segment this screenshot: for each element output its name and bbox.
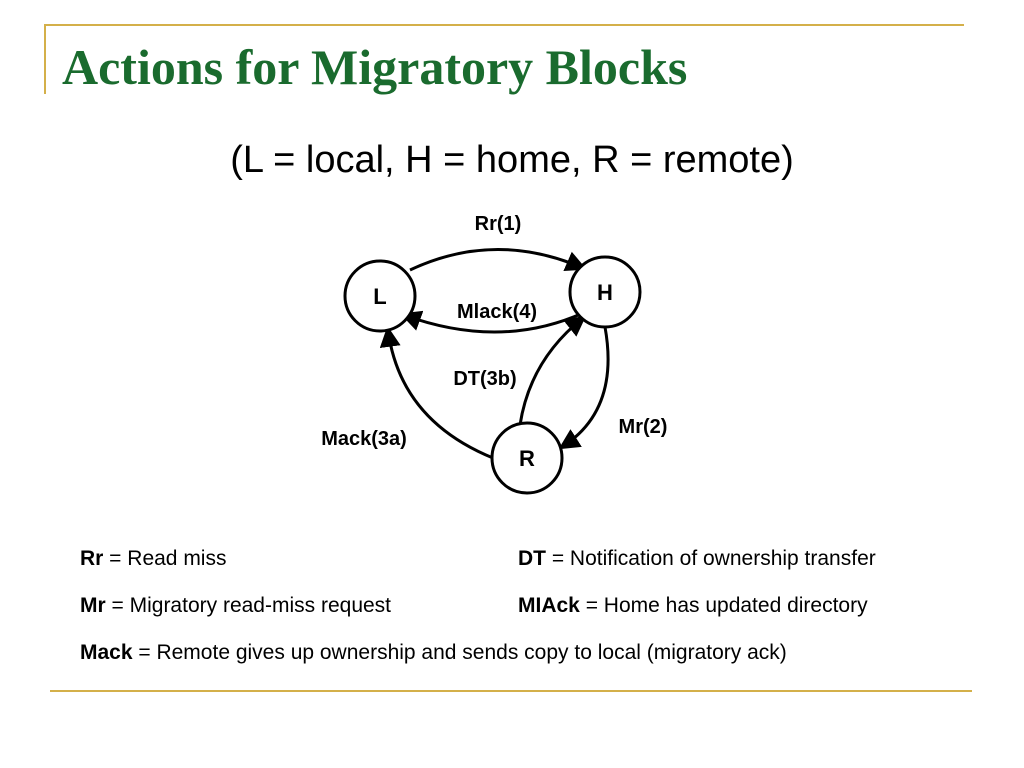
node-local: L bbox=[343, 259, 417, 333]
edge-mr bbox=[558, 326, 610, 450]
frame-bottom-rule bbox=[50, 690, 972, 692]
node-home: H bbox=[568, 255, 642, 329]
legend-term: Rr bbox=[80, 547, 104, 570]
edge-label-mack: Mack(3a) bbox=[321, 428, 407, 450]
legend-definition: = Migratory read-miss request bbox=[105, 594, 392, 617]
frame-top-rule bbox=[44, 24, 964, 26]
node-local-label: L bbox=[373, 284, 386, 309]
legend-term: MIAck bbox=[518, 594, 580, 617]
edge-label-rr: Rr(1) bbox=[475, 213, 522, 235]
legend-definition: = Read miss bbox=[103, 547, 227, 570]
legend-mr: Mr = Migratory read-miss request bbox=[80, 593, 391, 618]
slide-subtitle: (L = local, H = home, R = remote) bbox=[230, 139, 794, 181]
edge-mack bbox=[379, 325, 494, 460]
frame-left-rule bbox=[44, 24, 46, 94]
node-remote: R bbox=[490, 421, 564, 495]
edge-rr bbox=[409, 248, 587, 272]
edge-label-dt: DT(3b) bbox=[453, 368, 516, 390]
edge-label-mlack: Mlack(4) bbox=[457, 301, 537, 323]
legend-term: Mack bbox=[80, 641, 133, 664]
legend-miack: MIAck = Home has updated directory bbox=[518, 593, 868, 618]
edge-label-mr: Mr(2) bbox=[619, 416, 668, 438]
edge-mlack bbox=[400, 310, 584, 334]
legend-definition: = Notification of ownership transfer bbox=[546, 547, 876, 570]
node-home-label: H bbox=[597, 280, 613, 305]
edge-dt bbox=[518, 315, 587, 426]
legend-mack: Mack = Remote gives up ownership and sen… bbox=[80, 640, 787, 665]
legend-rr: Rr = Read miss bbox=[80, 546, 226, 571]
legend-definition: = Remote gives up ownership and sends co… bbox=[132, 641, 787, 664]
node-remote-label: R bbox=[519, 446, 535, 471]
legend-term: Mr bbox=[80, 594, 106, 617]
legend-term: DT bbox=[518, 547, 546, 570]
legend-definition: = Home has updated directory bbox=[579, 594, 868, 617]
legend-dt: DT = Notification of ownership transfer bbox=[518, 546, 876, 571]
slide-title: Actions for Migratory Blocks bbox=[62, 39, 688, 95]
